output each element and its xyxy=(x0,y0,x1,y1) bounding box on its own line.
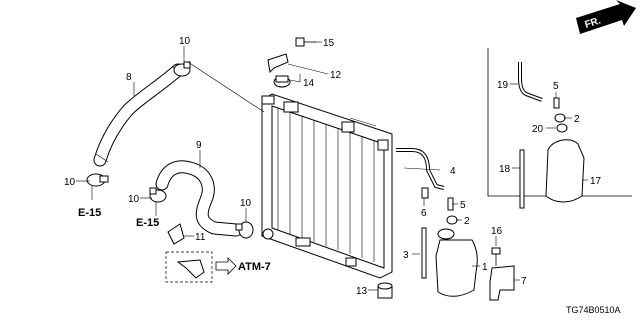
reserve-tank xyxy=(435,228,478,297)
front-direction-arrow: FR. xyxy=(576,0,636,34)
callout-7: 7 xyxy=(521,276,527,287)
leader-lines xyxy=(76,41,588,291)
callout-8: 8 xyxy=(126,72,132,83)
callout-10-mid: 10 xyxy=(128,194,140,205)
inset-rod-18 xyxy=(519,149,525,209)
cap-13 xyxy=(377,282,393,299)
callout-20: 20 xyxy=(532,124,544,135)
overflow-pipe xyxy=(396,148,445,190)
reference-e15-lower: E-15 xyxy=(136,217,159,229)
callout-10-top: 10 xyxy=(179,36,191,47)
lower-radiator-hose xyxy=(155,160,243,237)
callout-17: 17 xyxy=(590,176,602,187)
front-direction-label: FR. xyxy=(584,15,603,31)
callout-14: 14 xyxy=(303,78,315,89)
inset-cap-20 xyxy=(556,123,568,133)
hose-clamp-lower-right xyxy=(235,221,274,240)
callout-12: 12 xyxy=(330,70,342,81)
inset-outline xyxy=(487,48,632,197)
hose-clamp-upper-top xyxy=(173,61,191,77)
radiator xyxy=(261,93,393,279)
clip-6 xyxy=(421,187,429,199)
upper-mount-bracket xyxy=(267,53,289,74)
callout-10-left: 10 xyxy=(64,177,76,188)
tank-bracket xyxy=(489,265,515,301)
callout-16: 16 xyxy=(491,226,503,237)
callout-9: 9 xyxy=(196,140,202,151)
callout-6: 6 xyxy=(421,208,427,219)
callout-11: 11 xyxy=(195,232,206,243)
callout-10-right: 10 xyxy=(240,198,252,209)
inset-clip-5 xyxy=(553,97,560,109)
callout-5-lower: 5 xyxy=(460,200,466,211)
inset-cushion-2 xyxy=(554,113,566,123)
callout-2-lower: 2 xyxy=(464,216,470,227)
diagram-code: TG74B0510A xyxy=(566,305,621,315)
callout-19: 19 xyxy=(497,80,509,91)
bolt-16 xyxy=(491,247,501,266)
atm-arrow xyxy=(215,257,237,275)
hose-bracket xyxy=(167,223,185,245)
hose-clamp-lower-left xyxy=(149,187,167,203)
atm-reference-box xyxy=(165,251,213,283)
reference-e15-upper: E-15 xyxy=(78,207,101,219)
callout-2-inset: 2 xyxy=(574,114,580,125)
inset-tank-17 xyxy=(545,139,585,203)
reference-atm7: ATM-7 xyxy=(238,261,271,273)
inset-hose-19 xyxy=(518,62,543,102)
callout-13: 13 xyxy=(356,286,368,297)
bolt-15 xyxy=(295,37,316,47)
callout-15: 15 xyxy=(323,38,335,49)
upper-radiator-hose xyxy=(93,63,185,167)
callout-4: 4 xyxy=(450,166,456,177)
upper-cushion xyxy=(273,75,291,88)
callout-18: 18 xyxy=(499,164,511,175)
callout-1: 1 xyxy=(482,262,488,273)
callout-5-inset: 5 xyxy=(553,81,559,92)
callout-3: 3 xyxy=(403,250,409,261)
atm-bracket xyxy=(176,259,205,279)
cushion-2-lower xyxy=(446,215,458,225)
tank-rod xyxy=(421,227,427,279)
hose-clamp-upper-bottom xyxy=(86,173,109,187)
